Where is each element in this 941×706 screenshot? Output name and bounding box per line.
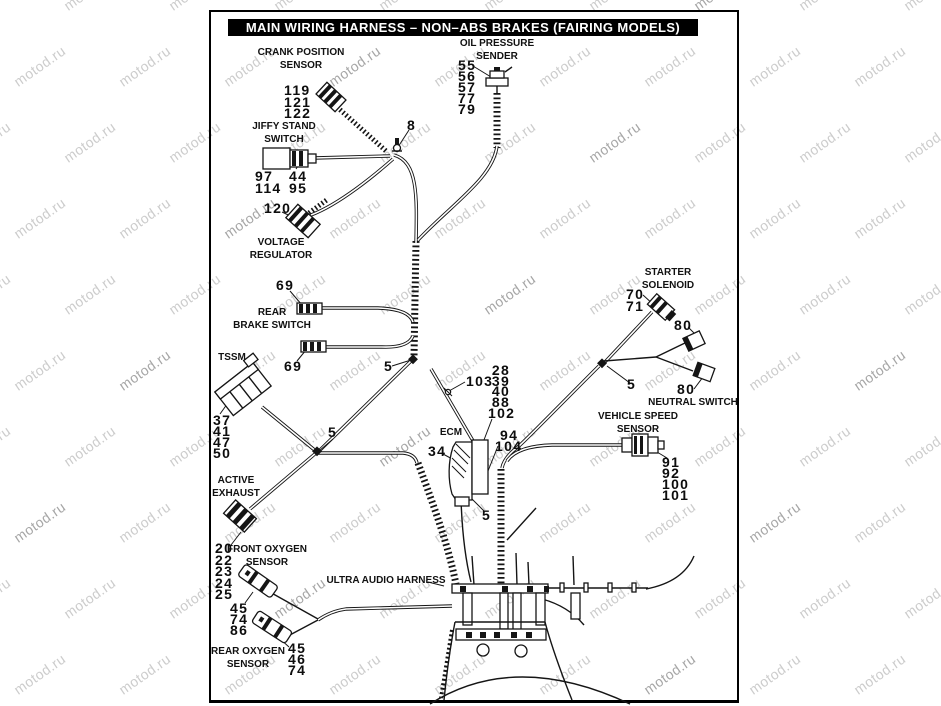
rear-brake-switch-connector-top — [296, 302, 323, 315]
starter-solenoid-label: STARTER SOLENOID — [641, 267, 695, 291]
front-oxygen-sensor-connector — [238, 564, 278, 598]
neutral-switch-terminal-bottom — [692, 361, 716, 383]
rear-oxygen-sensor-parts: 45 46 74 — [288, 640, 307, 678]
cable-clip-callout: 8 — [407, 117, 417, 133]
rear-brake-switch-connector-bottom — [300, 340, 327, 353]
harness-wires — [248, 84, 695, 637]
front-oxygen-sensor-label: FRONT OXYGEN SENSOR — [226, 544, 308, 568]
voltage-regulator-connector — [284, 203, 322, 239]
cable-clip-8-symbol — [392, 138, 402, 153]
rear-brake-switch-label: REAR BRAKE SWITCH — [233, 307, 311, 331]
ecm-part-94: 94 — [500, 427, 519, 443]
ultra-audio-harness-label: ULTRA AUDIO HARNESS — [326, 575, 446, 586]
ecm-part-104: 104 — [495, 438, 523, 454]
diagram-title: MAIN WIRING HARNESS – NON–ABS BRAKES (FA… — [228, 19, 698, 36]
front-oxygen-sensor-parts: 20 22 23 24 25 — [215, 540, 234, 603]
front-oxygen-sensor-parts2: 45 74 86 — [230, 600, 249, 638]
jiffy-stand-switch-parts-left: 97 114 — [255, 168, 282, 196]
crank-position-sensor-label: CRANK POSITION SENSOR — [257, 47, 345, 71]
rear-brake-switch-part-bottom: 69 — [284, 358, 303, 374]
crank-position-sensor-connector — [315, 81, 347, 113]
rear-brake-switch-part-top: 69 — [276, 277, 295, 293]
tssm-connector — [213, 352, 273, 417]
oil-pressure-sender-label: OIL PRESSURE SENDER — [459, 38, 535, 62]
tssm-label: TSSM — [218, 352, 246, 363]
neutral-switch-terminal-top — [682, 329, 706, 353]
clamp-callout-a: 5 — [384, 358, 394, 374]
active-exhaust-connector — [222, 499, 258, 533]
jiffy-stand-switch-connector — [262, 147, 317, 170]
voltage-regulator-part: 120 — [264, 200, 292, 216]
neutral-switch-part-bottom: 80 — [677, 381, 696, 397]
rear-oxygen-sensor-connector — [251, 610, 293, 644]
voltage-regulator-label: VOLTAGE REGULATOR — [249, 237, 313, 261]
ecm-connector — [448, 439, 489, 507]
starter-solenoid-parts: 70 71 — [626, 286, 645, 314]
neutral-switch-label: NEUTRAL SWITCH — [648, 397, 738, 408]
oil-pressure-sender-symbol — [485, 66, 513, 87]
jiffy-stand-switch-parts-right: 44 95 — [289, 168, 308, 196]
clamp-callout-d: 5 — [482, 507, 492, 523]
jiffy-stand-switch-label: JIFFY STAND SWITCH — [252, 121, 316, 145]
ecm-label: ECM — [439, 427, 463, 438]
clamp-callout-c: 5 — [627, 376, 637, 392]
antenna-screw-symbol — [443, 387, 453, 397]
neutral-switch-part-top: 80 — [674, 317, 693, 333]
ribbed-conduit — [307, 93, 505, 585]
diagram-frame — [209, 10, 739, 703]
tssm-parts: 37 41 47 50 — [213, 412, 232, 461]
crank-position-sensor-parts: 119 121 122 — [284, 82, 312, 122]
ecm-part-34: 34 — [428, 443, 447, 459]
vehicle-speed-sensor-parts: 91 92 100 101 — [662, 454, 690, 503]
bottom-bracket-assembly — [429, 582, 637, 705]
rear-oxygen-sensor-label: REAR OXYGEN SENSOR — [211, 646, 285, 670]
vehicle-speed-sensor-label: VEHICLE SPEED SENSOR — [597, 411, 679, 435]
ecm-parts-list: 28 39 40 88 102 — [488, 362, 516, 421]
clamp-callout-b: 5 — [328, 424, 338, 440]
oil-pressure-sender-parts: 55 56 57 77 79 — [458, 57, 477, 117]
vehicle-speed-sensor-connector — [621, 433, 665, 457]
active-exhaust-label: ACTIVE EXHAUST — [212, 475, 260, 499]
starter-solenoid-connector — [646, 292, 677, 322]
antenna-callout: 103 — [466, 373, 494, 389]
